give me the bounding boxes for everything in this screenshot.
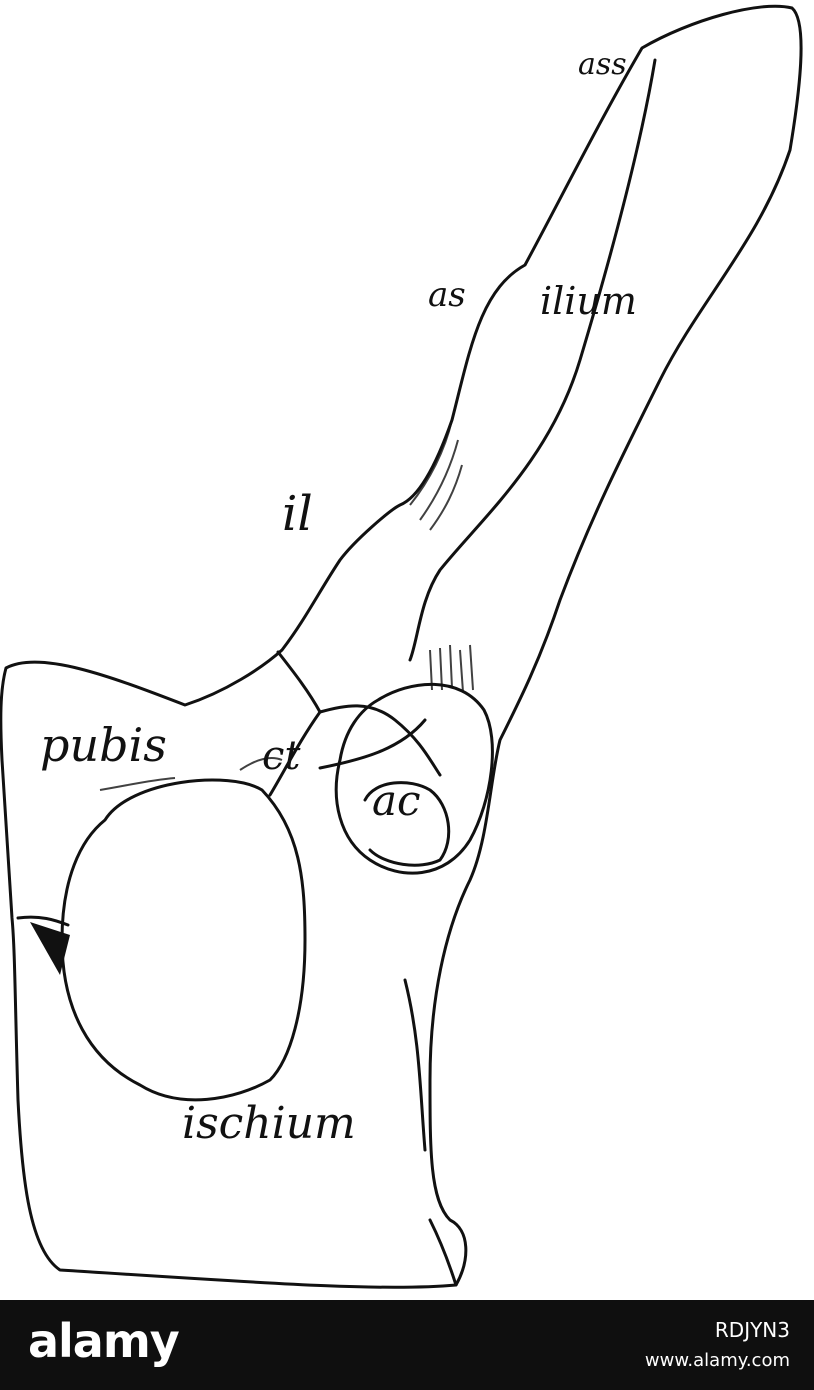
bone-outline bbox=[0, 4, 803, 1289]
obturator-foramen bbox=[60, 778, 307, 1102]
suture-left bbox=[268, 710, 322, 797]
watermark-footer: alamy RDJYN3 www.alamy.com bbox=[0, 1300, 814, 1390]
suture-upper bbox=[276, 650, 322, 714]
label-as: as bbox=[428, 275, 466, 315]
pelvic-bone-diagram: ass as ilium il pubis ct ac ischium bbox=[0, 4, 803, 1289]
label-ct: ct bbox=[262, 733, 301, 779]
suture-cross bbox=[318, 718, 427, 770]
pubis-left-edge bbox=[16, 915, 70, 927]
suture-middle bbox=[318, 704, 442, 777]
site-url: www.alamy.com bbox=[644, 1350, 790, 1371]
label-ilium: ilium bbox=[540, 279, 637, 323]
pelvis-drawing bbox=[0, 4, 803, 1289]
label-ac: ac bbox=[372, 776, 421, 825]
ilium-midline bbox=[408, 58, 657, 662]
acetabulum-fossa bbox=[363, 781, 451, 867]
shading-ilium bbox=[409, 419, 463, 531]
shadow-notch bbox=[30, 922, 70, 975]
shading-pubis bbox=[99, 757, 283, 791]
acetabulum-rim bbox=[334, 682, 494, 875]
label-ischium: ischium bbox=[182, 1098, 356, 1149]
ischium-line bbox=[403, 978, 427, 1152]
alamy-logo: alamy bbox=[28, 1314, 180, 1368]
label-il: il bbox=[282, 486, 313, 542]
image-id: RDJYN3 bbox=[714, 1318, 790, 1342]
ischium-tuber bbox=[428, 1218, 458, 1287]
label-ass: ass bbox=[578, 47, 627, 82]
shading-acetabulum bbox=[429, 644, 474, 693]
label-pubis: pubis bbox=[40, 718, 167, 772]
